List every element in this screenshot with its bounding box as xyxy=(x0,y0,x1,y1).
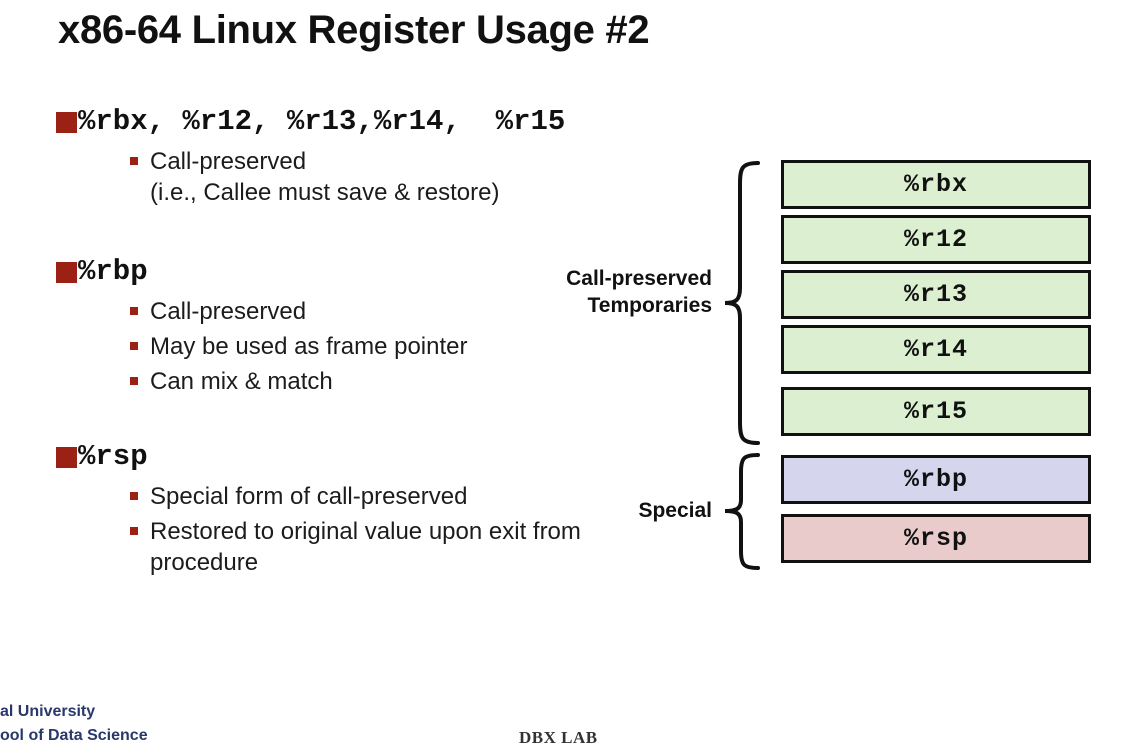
curly-brace-large-icon xyxy=(724,161,760,445)
diagram-group-label-special: Special xyxy=(638,499,712,522)
register-box-r13: %r13 xyxy=(781,270,1091,319)
group-heading-text: %rbp xyxy=(78,255,148,288)
square-bullet-icon xyxy=(56,262,77,283)
list-item: Call-preserved (i.e., Callee must save &… xyxy=(56,146,716,208)
footer-lab-name: DBX LAB xyxy=(519,728,598,747)
list-item: Special form of call-preserved xyxy=(56,481,716,512)
group-heading-text: %rsp xyxy=(78,440,148,473)
small-square-bullet-icon xyxy=(130,342,138,350)
register-box-r12: %r12 xyxy=(781,215,1091,264)
register-box-rbp: %rbp xyxy=(781,455,1091,504)
list-item-text: Restored to original value upon exit fro… xyxy=(150,518,581,576)
list-item-text: Call-preserved xyxy=(150,298,307,325)
list-item: Can mix & match xyxy=(56,366,716,397)
small-square-bullet-icon xyxy=(130,377,138,385)
register-box-rsp: %rsp xyxy=(781,514,1091,563)
square-bullet-icon xyxy=(56,112,77,133)
group-heading-row: %rbx, %r12, %r13,%r14, %r15 xyxy=(56,104,716,140)
list-item: May be used as frame pointer xyxy=(56,331,716,362)
register-box-r14: %r14 xyxy=(781,325,1091,374)
group-bullet-list: Call-preserved May be used as frame poin… xyxy=(56,296,716,397)
footer-institution: al University ool of Data Science xyxy=(0,703,148,744)
list-item-text: Special form of call-preserved xyxy=(150,483,468,510)
register-group-rsp: %rsp Special form of call-preserved Rest… xyxy=(56,439,716,578)
group-bullet-list: Special form of call-preserved Restored … xyxy=(56,481,716,578)
list-item-text: Can mix & match xyxy=(150,368,333,395)
group-heading-row: %rbp xyxy=(56,254,716,290)
list-item-text: Call-preserved (i.e., Callee must save &… xyxy=(150,148,500,206)
group-heading-text: %rbx, %r12, %r13,%r14, %r15 xyxy=(78,105,566,138)
register-box-r15: %r15 xyxy=(781,387,1091,436)
small-square-bullet-icon xyxy=(130,527,138,535)
small-square-bullet-icon xyxy=(130,307,138,315)
list-item: Restored to original value upon exit fro… xyxy=(56,516,716,578)
curly-brace-small-icon xyxy=(724,453,760,570)
register-box-rbx: %rbx xyxy=(781,160,1091,209)
content-column: %rbx, %r12, %r13,%r14, %r15 Call-preserv… xyxy=(56,104,716,582)
diagram-group-label-call-preserved-temporaries: Call-preserved Temporaries xyxy=(566,267,712,317)
list-item: Call-preserved xyxy=(56,296,716,327)
group-heading-row: %rsp xyxy=(56,439,716,475)
page-title: x86-64 Linux Register Usage #2 xyxy=(58,8,650,52)
register-group-rbp: %rbp Call-preserved May be used as frame… xyxy=(56,254,716,397)
group-bullet-list: Call-preserved (i.e., Callee must save &… xyxy=(56,146,716,208)
square-bullet-icon xyxy=(56,447,77,468)
small-square-bullet-icon xyxy=(130,157,138,165)
register-diagram: Call-preserved Temporaries %rbx %r12 %r1… xyxy=(520,150,1120,580)
register-group-callee-saved: %rbx, %r12, %r13,%r14, %r15 Call-preserv… xyxy=(56,104,716,208)
small-square-bullet-icon xyxy=(130,492,138,500)
list-item-text: May be used as frame pointer xyxy=(150,333,468,360)
